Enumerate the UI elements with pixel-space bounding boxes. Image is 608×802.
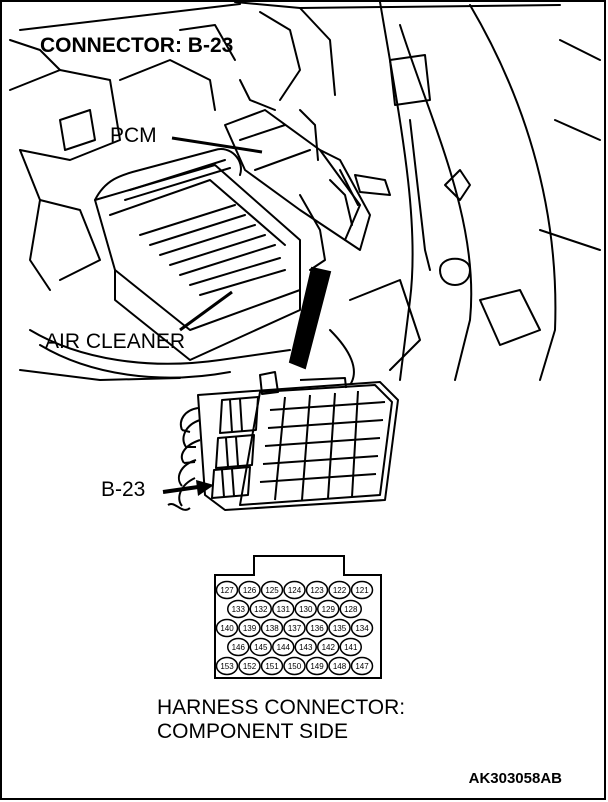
pin-143: [294, 637, 317, 657]
pin-label-142: 142: [322, 643, 336, 652]
pin-147: [350, 656, 374, 676]
pin-label-122: 122: [333, 586, 347, 595]
pin-label-147: 147: [355, 662, 369, 671]
pin-126: [238, 580, 261, 600]
pin-label-149: 149: [310, 662, 324, 671]
pin-138: [260, 618, 284, 638]
pin-label-146: 146: [232, 643, 246, 652]
pcm-leader-line: [171, 136, 263, 154]
figure-code: AK303058AB: [469, 770, 563, 787]
harness-connector-face: 127 126 125 124 123 122 121 133 132 131 130 129 128 1…: [214, 555, 382, 679]
connector-id-label: B-23: [101, 478, 145, 501]
pin-label-137: 137: [288, 624, 302, 633]
pin-137: [283, 618, 306, 638]
pin-label-131: 131: [277, 605, 291, 614]
pin-134: [350, 618, 374, 638]
pin-label-144: 144: [277, 643, 291, 652]
engine-bay-illustration: [9, 1, 601, 386]
pin-123: [305, 580, 329, 600]
pin-125: [260, 580, 284, 600]
pin-label-136: 136: [310, 624, 324, 633]
pcm-connector-illustration: [177, 371, 399, 511]
pin-label-123: 123: [310, 586, 324, 595]
pin-label-150: 150: [288, 662, 302, 671]
air-cleaner-leader-line: [179, 290, 233, 332]
pin-label-140: 140: [220, 624, 234, 633]
pin-136: [305, 618, 329, 638]
diagram-title: CONNECTOR: B-23: [40, 34, 233, 57]
pin-132: [249, 599, 272, 619]
air-cleaner-label: AIR CLEANER: [45, 330, 185, 353]
pin-label-138: 138: [265, 624, 279, 633]
pin-121: [350, 580, 374, 600]
pin-label-145: 145: [254, 643, 268, 652]
pin-127: [215, 580, 239, 600]
pin-label-130: 130: [299, 605, 313, 614]
pin-141: [339, 637, 362, 657]
pin-label-128: 128: [344, 605, 358, 614]
pin-label-133: 133: [232, 605, 246, 614]
pin-label-127: 127: [220, 586, 234, 595]
pin-128: [339, 599, 362, 619]
pin-label-129: 129: [322, 605, 336, 614]
pcm-label: PCM: [110, 124, 157, 147]
b23-wire-tail: [167, 502, 191, 511]
pin-label-125: 125: [265, 586, 279, 595]
pin-label-143: 143: [299, 643, 313, 652]
harness-label-line1: HARNESS CONNECTOR:: [157, 696, 405, 719]
b23-arrow-shaft: [162, 485, 199, 494]
pin-label-139: 139: [243, 624, 257, 633]
pin-label-141: 141: [344, 643, 358, 652]
pin-151: [260, 656, 284, 676]
pin-153: [215, 656, 239, 676]
pin-130: [294, 599, 317, 619]
pin-label-148: 148: [333, 662, 347, 671]
pin-label-153: 153: [220, 662, 234, 671]
pin-148: [328, 656, 351, 676]
zoom-pointer: [288, 266, 332, 370]
pin-label-135: 135: [333, 624, 347, 633]
pin-145: [249, 637, 272, 657]
pin-129: [317, 599, 340, 619]
pin-122: [328, 580, 351, 600]
pin-144: [272, 637, 295, 657]
pin-label-152: 152: [243, 662, 257, 671]
pin-135: [328, 618, 351, 638]
pin-label-134: 134: [355, 624, 369, 633]
pin-142: [317, 637, 340, 657]
pin-139: [238, 618, 261, 638]
pin-label-121: 121: [355, 586, 369, 595]
pin-label-151: 151: [265, 662, 279, 671]
pin-label-124: 124: [288, 586, 302, 595]
pin-131: [272, 599, 295, 619]
pin-label-126: 126: [243, 586, 257, 595]
pin-150: [283, 656, 306, 676]
pin-133: [227, 599, 250, 619]
pin-149: [305, 656, 329, 676]
pin-152: [238, 656, 261, 676]
pin-label-132: 132: [254, 605, 268, 614]
harness-pin-grid: 127 126 125 124 123 122 121 133 132 131 130 129 128 1…: [215, 580, 374, 676]
pin-146: [227, 637, 250, 657]
b23-arrow-head: [196, 480, 214, 496]
pin-124: [283, 580, 306, 600]
harness-label-line2: COMPONENT SIDE: [157, 720, 348, 743]
pin-140: [215, 618, 239, 638]
